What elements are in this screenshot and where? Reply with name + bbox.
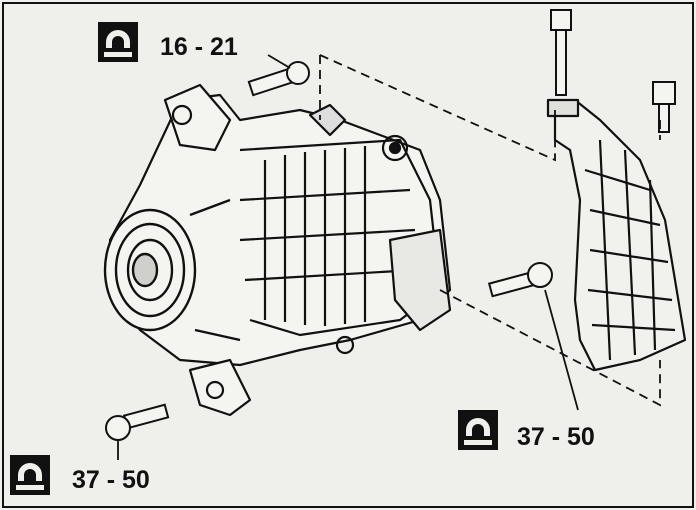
pulley: [103, 198, 241, 342]
wrench-torque-icon: [10, 455, 50, 495]
bolt-bottom-left: [105, 403, 170, 441]
wrench-torque-icon: [458, 410, 498, 450]
torque-value-top: 16 - 21: [160, 33, 238, 61]
torque-callout-top: 16 - 21: [98, 22, 238, 62]
belt-cover: [546, 98, 687, 372]
torque-callout-right: 37 - 50: [458, 410, 595, 451]
torque-value-right: 37 - 50: [517, 423, 595, 451]
bolt-cover-2: [652, 81, 676, 133]
bolt-top: [247, 61, 310, 97]
bolt-right: [487, 262, 553, 298]
torque-callout-bottom-left: 37 - 50: [10, 455, 150, 495]
bolt-cover-1: [550, 9, 572, 96]
assembly-lines: [319, 54, 661, 407]
torque-value-bottom-left: 37 - 50: [72, 466, 150, 494]
leader-lines: [117, 54, 579, 460]
wrench-torque-icon: [98, 22, 138, 62]
alternator: [108, 83, 452, 417]
